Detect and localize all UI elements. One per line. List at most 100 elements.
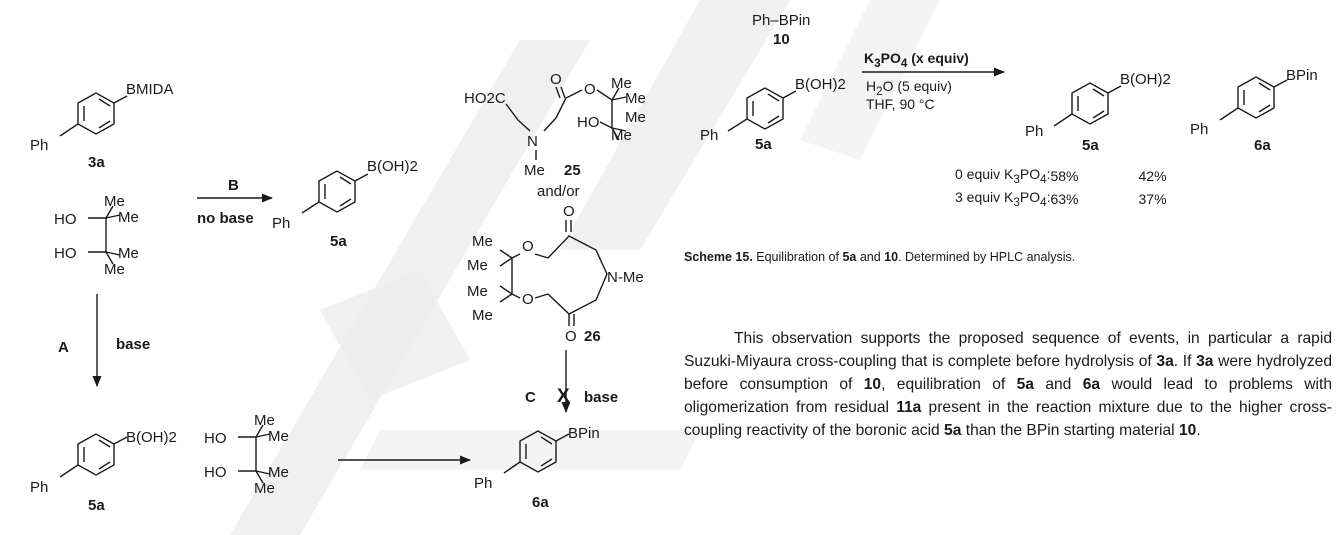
hydroxyl-label: HO: [204, 430, 227, 447]
oxygen-label: O: [563, 203, 575, 220]
yield-condition: 3 equiv K3PO4:: [955, 188, 1051, 209]
water-condition: H2O (5 equiv): [866, 78, 952, 98]
methyl-label: Me: [254, 412, 275, 429]
methyl-label: Me: [104, 193, 125, 210]
yield-6a: 42%: [1138, 167, 1167, 184]
compound-ref: 11a: [896, 399, 922, 416]
compound-ref: 10: [863, 376, 882, 393]
hydroxyl-label: HO: [204, 464, 227, 481]
and-or-label: and/or: [537, 183, 580, 200]
methyl-label: Me: [611, 75, 632, 92]
substituent-label: Ph: [1025, 123, 1043, 140]
paragraph-text: . If: [1173, 353, 1197, 370]
arrow-condition: base: [116, 336, 150, 353]
compound-10: Ph–BPin 10: [752, 12, 810, 48]
n-methyl-label: N-Me: [607, 269, 644, 286]
solvent-condition: THF, 90 °C: [866, 96, 935, 112]
paragraph-text: were hydrolyzed before consumption of: [684, 353, 1332, 393]
methyl-label: Me: [268, 464, 289, 481]
compound-5a-bottom: B(OH)2 Ph 5a: [30, 429, 177, 514]
arrow-condition: base: [584, 389, 618, 406]
yield-row: 0 equiv K3PO4:58% 42%: [955, 166, 1167, 189]
oxygen-label: O: [565, 328, 577, 345]
arrow-letter: A: [58, 339, 69, 356]
compound-26: O O O N-Me O Me Me Me Me 26: [467, 203, 644, 345]
methyl-label: Me: [268, 428, 289, 445]
methyl-label: Me: [467, 283, 488, 300]
group-label: BPin: [568, 425, 600, 442]
caption-ref: 5a: [842, 250, 857, 264]
caption-text: . Determined by HPLC analysis.: [898, 250, 1076, 264]
compound-label: 5a: [1082, 137, 1099, 154]
crossed-out-mark: X: [557, 386, 570, 407]
oxygen-label: O: [550, 71, 562, 88]
compound-25: HO2C N Me O O HO Me Me Me Me 25: [464, 71, 646, 179]
compound-label: 3a: [88, 154, 105, 171]
oxygen-label: O: [522, 291, 534, 308]
compound-5a-reagent: B(OH)2 Ph 5a: [700, 76, 846, 153]
methyl-label: Me: [611, 127, 632, 144]
methyl-label: Me: [625, 90, 646, 107]
compound-ref: 10: [1178, 422, 1197, 439]
compound-ref: 3a: [1196, 353, 1214, 370]
group-label: B(OH)2: [795, 76, 846, 93]
compound-5a: B(OH)2 Ph 5a: [272, 158, 418, 250]
compound-label: 26: [584, 328, 601, 345]
paragraph-text: than the BPin starting material: [961, 422, 1179, 439]
oxygen-label: O: [584, 81, 596, 98]
compound-label: 6a: [1254, 137, 1271, 154]
compound-label: 10: [773, 31, 790, 48]
methyl-label: Me: [118, 245, 139, 262]
body-paragraph: This observation supports the proposed s…: [684, 327, 1332, 442]
hydroxyl-label: HO: [577, 114, 600, 131]
compound-label: 25: [564, 162, 581, 179]
methyl-label: Me: [625, 109, 646, 126]
group-label: B(OH)2: [1120, 71, 1171, 88]
methyl-label: Me: [472, 233, 493, 250]
methyl-label: Me: [472, 307, 493, 324]
substituent-label: Ph: [272, 215, 290, 232]
paragraph-text: present in the reaction mixture due to t…: [684, 399, 1332, 439]
compound-label: 6a: [532, 494, 549, 511]
nitrogen-label: N: [527, 133, 538, 150]
compound-label: 5a: [330, 233, 347, 250]
arrow-letter: B: [228, 177, 239, 194]
group-label: BMIDA: [126, 81, 174, 98]
yield-row: 3 equiv K3PO4:63%37%: [955, 189, 1167, 212]
carboxyl-label: HO2C: [464, 90, 506, 107]
yield-5a: 58%: [1050, 167, 1079, 184]
compound-label: 5a: [755, 136, 772, 153]
paragraph-text: , equilibration of: [881, 376, 1017, 393]
compound-ref: 5a: [1016, 376, 1034, 393]
yield-5a: 63%: [1050, 190, 1079, 207]
group-label: B(OH)2: [367, 158, 418, 175]
group-label: B(OH)2: [126, 429, 177, 446]
paragraph-text: would lead to problems with oligomerizat…: [684, 376, 1332, 416]
arrow-letter: C: [525, 389, 536, 406]
substituent-label: Ph: [700, 127, 718, 144]
arrow-a: A base: [58, 294, 150, 388]
caption-ref: 10: [884, 250, 899, 264]
methyl-label: Me: [254, 480, 275, 497]
compound-3a: BMIDA Ph 3a: [30, 81, 174, 171]
group-label: BPin: [1286, 67, 1318, 84]
methyl-label: Me: [104, 261, 125, 278]
yield-condition: 0 equiv K3PO4:: [955, 166, 1051, 186]
pinacol-bottom: HO HO Me Me Me Me: [204, 412, 289, 497]
paragraph-text: This observation supports the proposed s…: [684, 330, 1332, 370]
compound-6a: BPin Ph 6a: [474, 425, 600, 511]
compound-label: 5a: [88, 497, 105, 514]
caption-text: Equilibration of: [752, 250, 843, 264]
methyl-label: Me: [118, 209, 139, 226]
scheme-caption: Scheme 15. Equilibration of 5a and 10. D…: [684, 250, 1324, 264]
compound-ref: 5a: [944, 422, 962, 439]
methyl-label: Me: [467, 257, 488, 274]
oxygen-label: O: [522, 238, 534, 255]
hydroxyl-label: HO: [54, 211, 77, 228]
reagent-condition: K3PO4 (x equiv): [864, 50, 969, 70]
caption-text: and: [856, 250, 885, 264]
product-6a: BPin Ph 6a: [1190, 67, 1318, 154]
chem-formula: K3PO4 (x equiv): [864, 50, 969, 70]
arrow-b: B no base: [197, 177, 274, 227]
